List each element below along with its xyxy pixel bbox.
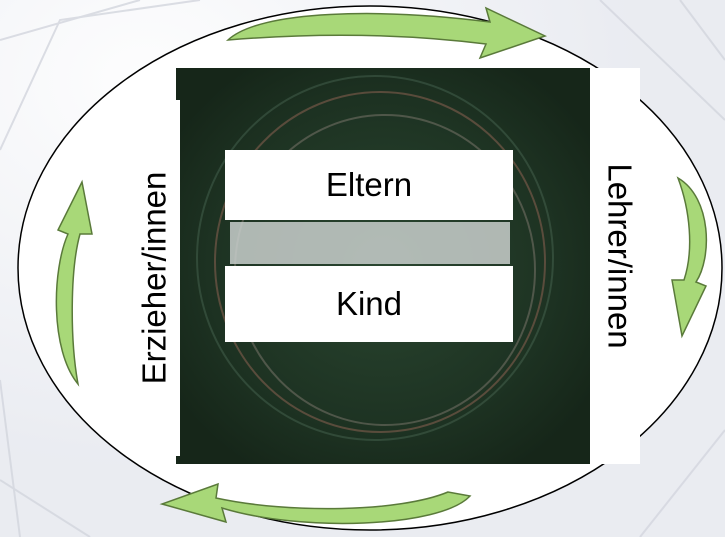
label-erzieher: Erzieher/innen <box>138 172 171 385</box>
label-lehrer: Lehrer/innen <box>604 163 637 348</box>
label-eltern: Eltern <box>326 166 412 204</box>
box-kind: Kind <box>225 266 513 342</box>
box-eltern: Eltern <box>225 150 513 220</box>
label-kind: Kind <box>336 285 402 323</box>
middle-band <box>230 222 510 264</box>
